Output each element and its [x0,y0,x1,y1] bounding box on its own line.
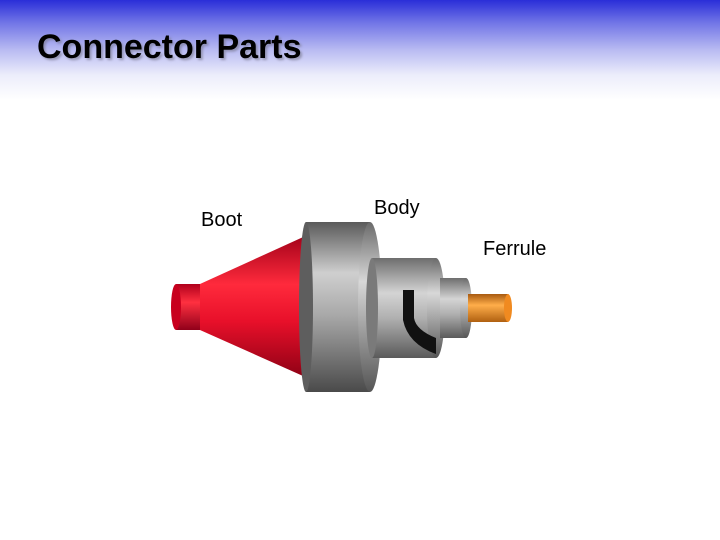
slide-title: Connector Parts [37,28,302,66]
inner-hub-face [460,278,472,338]
body [299,222,472,392]
ferrule [468,294,512,322]
boot [171,233,312,380]
ferrule-tip [504,294,512,322]
body-label: Body [374,197,420,219]
header-band [0,0,720,100]
ferrule-label: Ferrule [483,238,547,260]
boot-tail-cap [171,284,181,330]
ferrule-shaft [468,294,508,322]
body-back-edge [299,222,313,392]
boot-cone [200,233,312,380]
sleeve-slot [403,290,436,354]
sleeve-back-edge [366,258,378,358]
boot-label: Boot [201,209,243,231]
